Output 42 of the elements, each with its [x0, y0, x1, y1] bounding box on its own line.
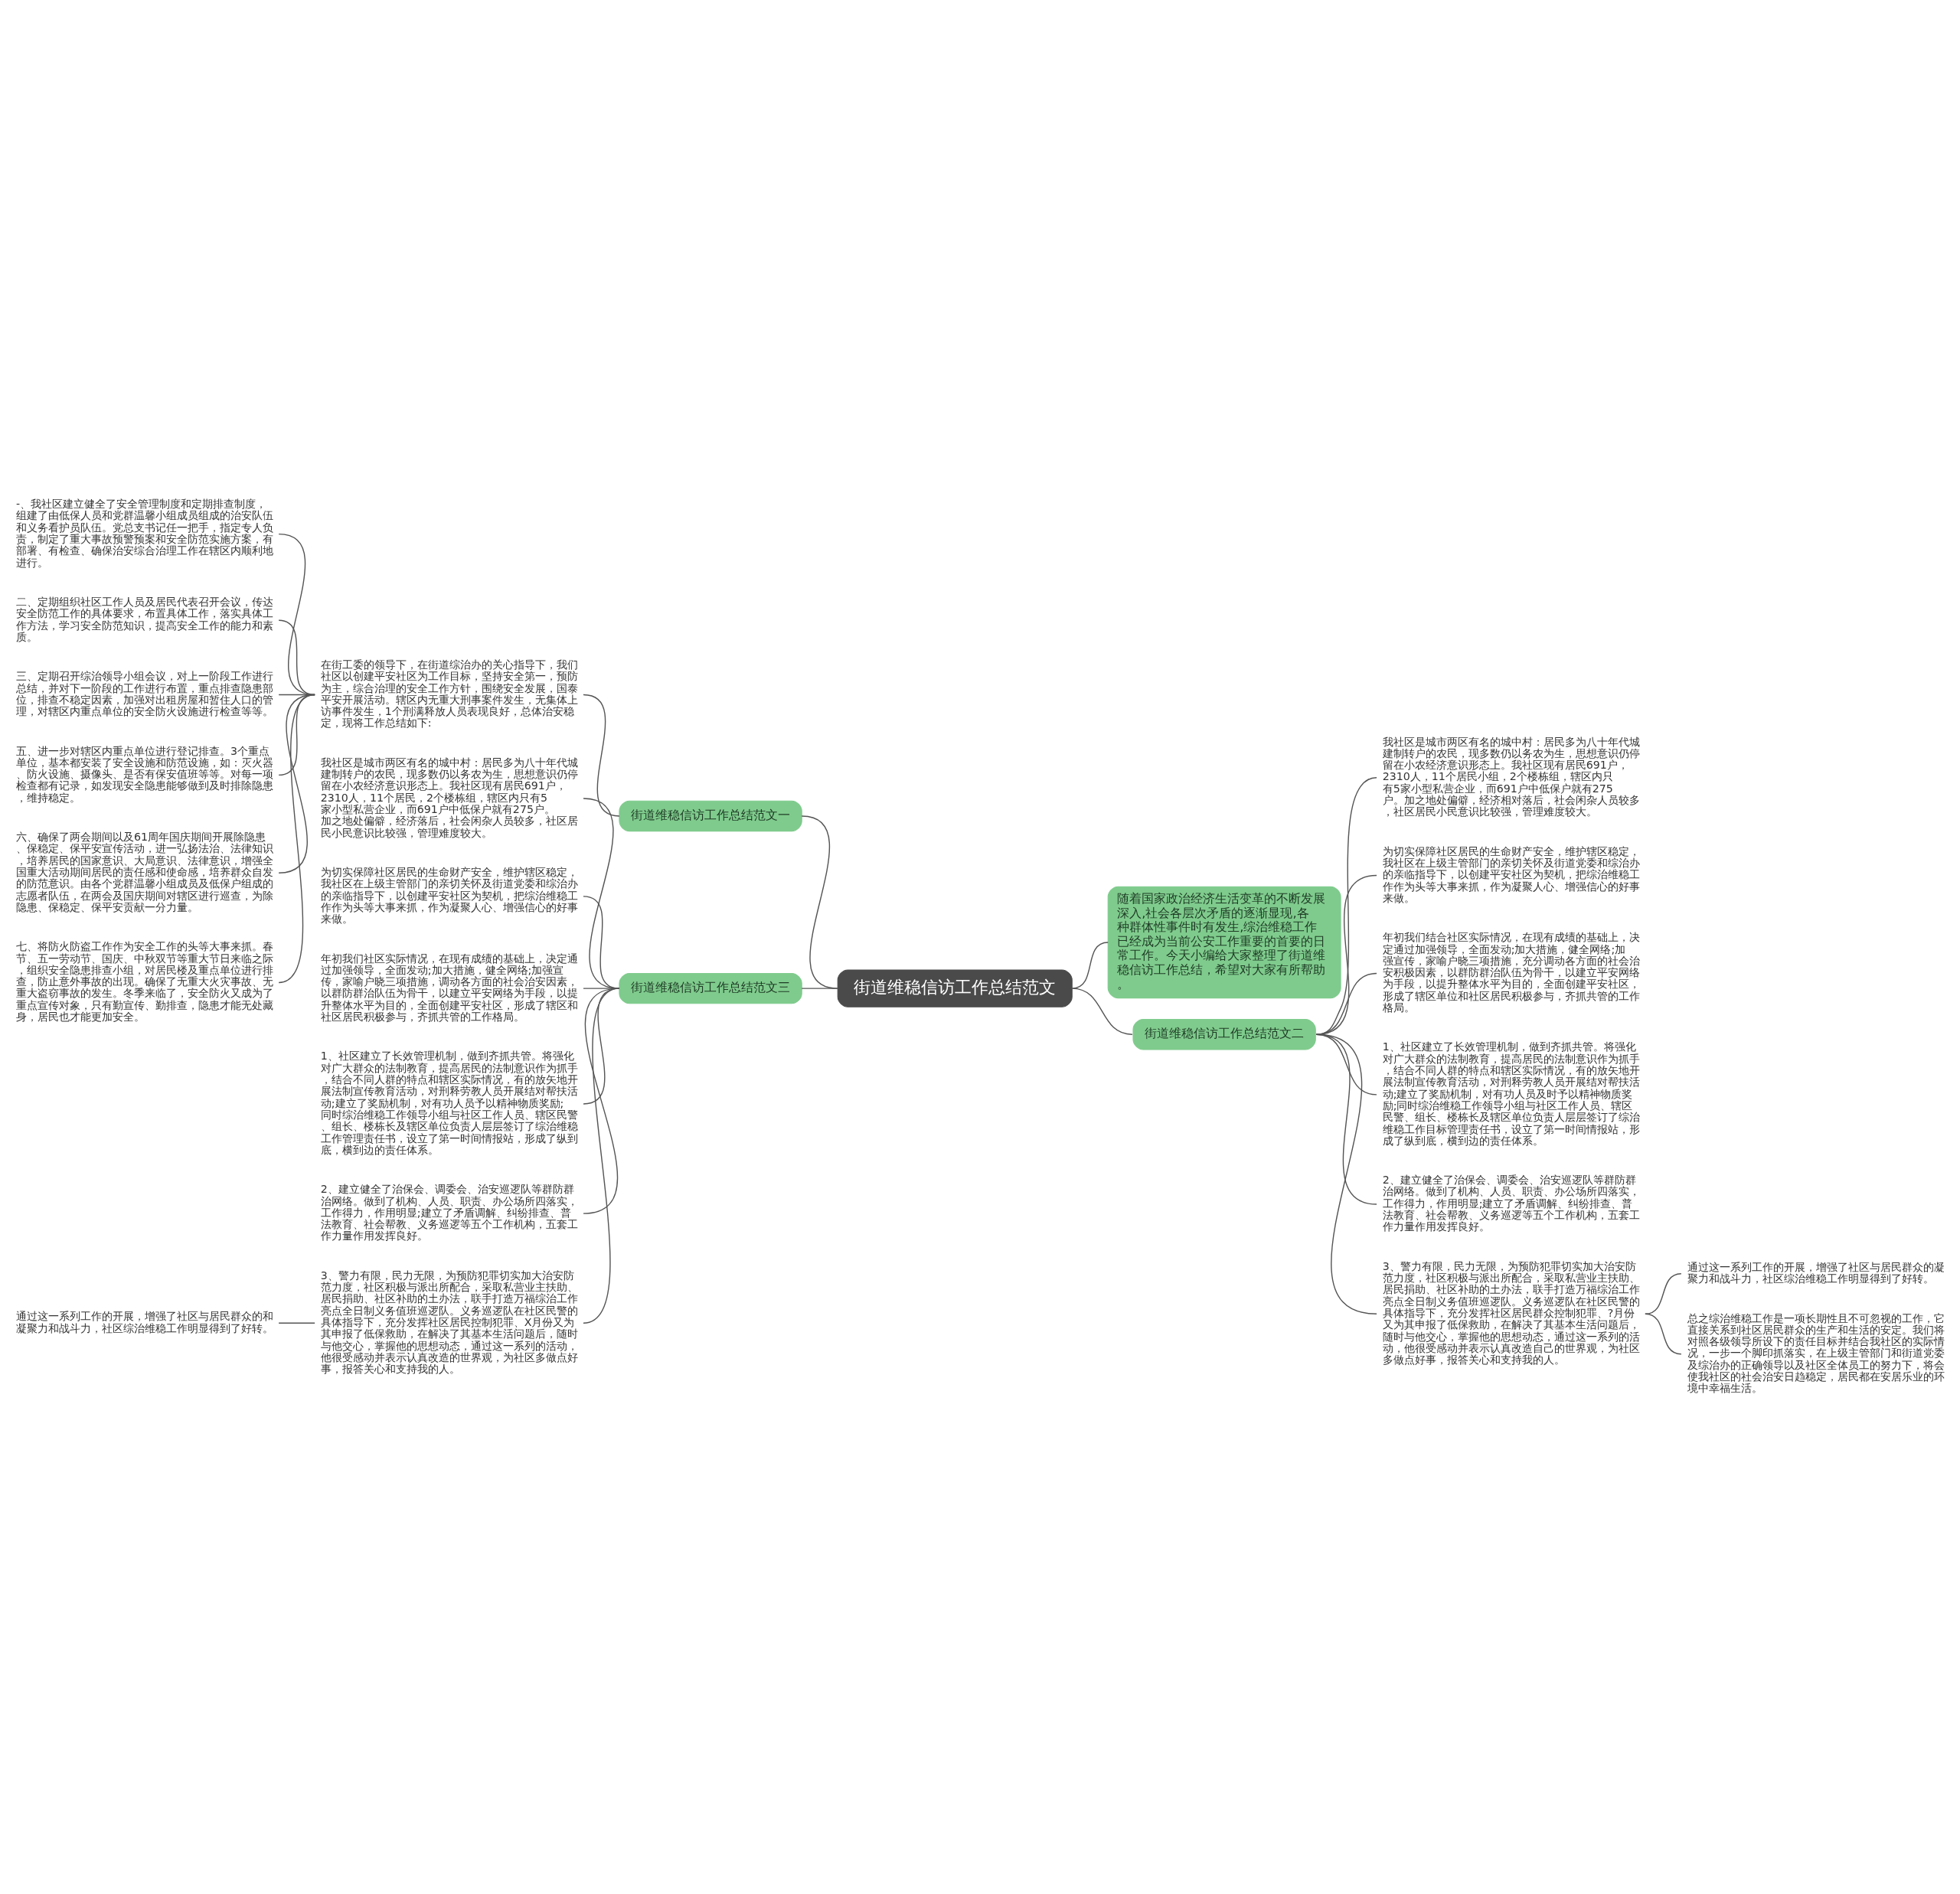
node-text: 年初我们结合社区实际情况，在现有成绩的基础上，决定通过加强领导，全面发动;加大措施，健全网络;加强宣传，家喻户晓三项措施，充分调动各方面的社会治安积极因素，以群防群治队伍为骨干，以建立平安网络为手段，以提升整体水平为目的，全面创建平安社区，形成了辖区单位和社区居民积极参与，齐抓共管的工作格局。 — [1382, 931, 1640, 1014]
connector — [1315, 776, 1377, 1035]
connector — [1645, 1313, 1682, 1355]
connector — [1315, 972, 1377, 1035]
node-text: 3、警力有限，民力无限，为预防犯罪切实加大治安防范力度，社区积极与派出所配合，采取私营业主扶助、居民捐助、社区补助的土办法，联手打造万福综治工作亮点全日制义务值班巡逻队。义务巡逻队在社区民警的具体指导下，充分发挥社区居民控制犯罪、X月份又为其申报了低保救助，在解决了其基本生活问题后，随时与他交心，掌握他的思想动态，通过这一系列的活动，他很受感动并表示认真改造的世界观，为社区多做点好事，报答关心和支持我的人。 — [320, 1269, 578, 1376]
node-text: 为切实保障社区居民的生命财产安全，维护辖区稳定，我社区在上级主管部门的亲切关怀及街道党委和综治办的亲临指导下，以创建平安社区为契机，把综治维稳工作作为头等大事来抓，作为凝聚人心、增强信心的好事来做。 — [1382, 844, 1640, 904]
connector — [583, 694, 620, 817]
node-text: 二、定期组织社区工作人员及居民代表召开会议，传达安全防范工作的具体要求，布置具体工作，落实具体工作方法，学习安全防范知识，提高安全工作的能力和素质。 — [15, 595, 273, 643]
node-box: 街道维稳信访工作总结范文一 — [619, 800, 802, 832]
node-text: 我社区是城市两区有名的城中村：居民多为八十年代城建制转户的农民，现多数仍以务农为生，思想意识仍停留在小农经济意识形态上。我社区现有居民691户，2310人，11个居民，2个楼栋组，辖区内只有5家小型私营企业，而691户中低保户就有275户。加之地处偏僻，经济落后，社会闲杂人员较多，社区居民小民意识比较强，管理难度较大。 — [320, 756, 578, 839]
connector — [801, 988, 838, 989]
connector — [1645, 1273, 1682, 1314]
connector — [278, 1322, 315, 1324]
connector — [583, 988, 620, 1324]
node-text: 我社区是城市两区有名的城中村：居民多为八十年代城建制转户的农民，现多数仍以务农为生，思想意识仍停留在小农经济意识形态上。我社区现有居民691户，2310人，11个居民小组，2个楼栋组，辖区内只有5家小型私营企业，而691户中低保户就有275户。加之地处偏僻，经济相对落后，社会闲杂人员较多，社区居民小民意识比较强，管理难度较大。 — [1382, 735, 1640, 818]
connector — [1071, 942, 1109, 989]
node-text: 2、建立健全了治保会、调委会、治安巡逻队等群防群治网络。做到了机构、人员、职责、办公场所四落实，工作得力，作用明显;建立了矛盾调解、纠纷排查、普法教育、社会帮教、义务巡逻等五个工作机构，五套工作力量作用发挥良好。 — [320, 1183, 578, 1243]
node-text: 通过这一系列工作的开展，增强了社区与居民群众的和凝聚力和战斗力，社区综治维稳工作明显得到了好转。 — [15, 1310, 273, 1334]
node-text: 七、将防火防盗工作作为安全工作的头等大事来抓。春节、五一劳动节、国庆、中秋双节等重大节日来临之际，组织安全隐患排查小组，对居民楼及重点单位进行排查，防止意外事故的出现。确保了无重大火灾事故、无重大盗窃事故的发生。冬季来临了，安全防火又成为了重点宣传对象，只有勤宣传、勤排查，隐患才能无处藏身，居民也才能更加安全。 — [15, 940, 273, 1024]
node-text: 在街工委的领导下，在街道综治办的关心指导下，我们社区以创建平安社区为工作目标，坚持安全第一，预防为主，综合治理的安全工作方针，围绕安全发展，国泰平安开展活动。辖区内无重大刑事案件发生，无集体上访事件发生，1个刑满释放人员表现良好，总体治安稳定，现将工作总结如下: — [320, 658, 578, 730]
node-text: 1、社区建立了长效管理机制，做到齐抓共管。将强化对广大群众的法制教育，提高居民的法制意识作为抓手，结合不同人群的特点和辖区实际情况，有的放矢地开展法制宣传教育活动，对刑释劳教人员开展结对帮扶活动;建立了奖励机制，对有功人员及时予以精神物质奖励;同时综治维稳工作领导小组与社区工作人员、辖区民警、组长、楼栋长及辖区单位负责人层层签订了综治维稳工作目标管理责任书，设立了第一时间情报站，形成了纵到底，横到边的责任体系。 — [1382, 1040, 1640, 1147]
node-text: 2、建立健全了治保会、调委会、治安巡逻队等群防群治网络。做到了机构、人员、职责、办公场所四落实，工作得力，作用明显;建立了矛盾调解、纠纷排查、普法教育、社会帮教、义务巡逻等五个工作机构，五套工作力量作用发挥良好。 — [1382, 1174, 1640, 1233]
node-text: 1、社区建立了长效管理机制，做到齐抓共管。将强化对广大群众的法制教育，提高居民的法制意识作为抓手，结合不同人群的特点和辖区实际情况，有的放矢地开展法制宣传教育活动，对刑释劳教人员开展结对帮扶活动;建立了奖励机制，对有功人员予以精神物质奖励;同时综治维稳工作领导小组与社区工作人员、辖区民警、组长、楼栋长及辖区单位负责人层层签订了综治维稳工作管理责任书，设立了第一时间情报站，形成了纵到底，横到边的责任体系。 — [320, 1050, 578, 1156]
node-text: 总之综治维稳工作是一项长期性且不可忽视的工作，它直接关系到社区居民群众的生产和生活的安定。我们将对照各级领导所设下的责任目标并结合我社区的实际情况，一步一个脚印抓落实，在上级主管部门和街道党委及综治办的正确领导以及社区全体员工的努力下，将会使我社区的社会治安日趋稳定，居民都在安居乐业的环境中幸福生活。 — [1687, 1311, 1945, 1395]
connector — [1315, 1034, 1377, 1314]
node-text: 为切实保障社区居民的生命财产安全，维护辖区稳定，我社区在上级主管部门的亲切关怀及街道党委和综治办的亲临指导下，以创建平安社区为契机，把综治维稳工作作为头等大事来抓，作为凝聚人心、增强信心的好事来做。 — [320, 865, 578, 926]
node-text: 通过这一系列工作的开展，增强了社区与居民群众的凝聚力和战斗力，社区综治维稳工作明显得到了好转。 — [1687, 1260, 1945, 1285]
node-box: 街道维稳信访工作总结范文 — [837, 969, 1073, 1007]
node-box: 街道维稳信访工作总结范文二 — [1132, 1019, 1316, 1050]
connector — [1071, 988, 1133, 1035]
node-text: 六、确保了两会期间以及61周年国庆期间开展除隐患、保稳定、保平安宣传活动，进一弘扬法治、法律知识，培养居民的国家意识、大局意识、法律意识，增强全国重大活动期间居民的责任感和使命感，培养群众自发的防范意识。由各个党群温馨小组成员及低保户组成的志愿者队伍，在两会及国庆期间对辖区进行巡查，为除隐患、保稳定、保平安贡献一分力量。 — [15, 831, 273, 913]
node-text: 年初我们社区实际情况，在现有成绩的基础上，决定通过加强领导，全面发动;加大措施，健全网络;加强宣传，家喻户晓三项措施，调动各方面的社会治安因素，以群防群治队伍为骨干，以建立平安网络为手段，以提升整体水平为目的，全面创建平安社区，形成了辖区和社区居民积极参与，齐抓共管的工作格局。 — [320, 952, 578, 1024]
node-text: 3、警力有限，民力无限，为预防犯罪切实加大治安防范力度，社区积极与派出所配合，采取私营业主扶助、居民捐助、社区补助的土办法，联手打造万福综治工作亮点全日制义务值班巡逻队。义务巡逻队在社区民警的具体指导下，充分发挥社区居民群众控制犯罪、?月份又为其申报了低保救助，在解决了其基本生活问题后，随时与他交心，掌握他的思想动态，通过这一系列的活动，他很受感动并表示认真改造自己的世界观，为社区多做点好事，报答关心和支持我的人。 — [1382, 1259, 1640, 1367]
node-text: 五、进一步对辖区内重点单位进行登记排查。3个重点单位，基本都安装了安全设施和防范设施，如：灭火器、防火设施、摄像头、是否有保安值班等等。对每一项检查都有记录，如发现安全隐患能够做到及时排除隐患，维持稳定。 — [15, 744, 273, 804]
connector — [1315, 874, 1377, 1035]
connector — [278, 694, 315, 984]
node-text: 三、定期召开综治领导小组会议，对上一阶段工作进行总结，并对下一阶段的工作进行布置，重点排查隐患部位，排查不稳定因素，加强对出租房屋和暂住人口的管理，对辖区内重点单位的安全防火设施进行检查等等。 — [15, 670, 273, 718]
node-box: 街道维稳信访工作总结范文三 — [619, 972, 802, 1004]
connector — [801, 815, 838, 989]
connector — [583, 988, 620, 1214]
node-box: 随着国家政治经济生活变革的不断发展深入,社会各层次矛盾的逐渐显现,各种群体性事件时有发生,综治维稳工作已经成为当前公安工作重要的首要的日常工作。今天小编给大家整理了街道维稳信访工作总结，希望对大家有所帮助。 — [1107, 886, 1341, 999]
node-text: -、我社区建立健全了安全管理制度和定期排查制度，组建了由低保人员和党群温馨小组成员组成的治安队伍和义务看护员队伍。党总支书记任一把手，指定专人负责，制定了重大事故预警预案和安全防范实施方案，有部署、有检查、确保治安综合治理工作在辖区内顺利地进行。 — [15, 498, 273, 569]
